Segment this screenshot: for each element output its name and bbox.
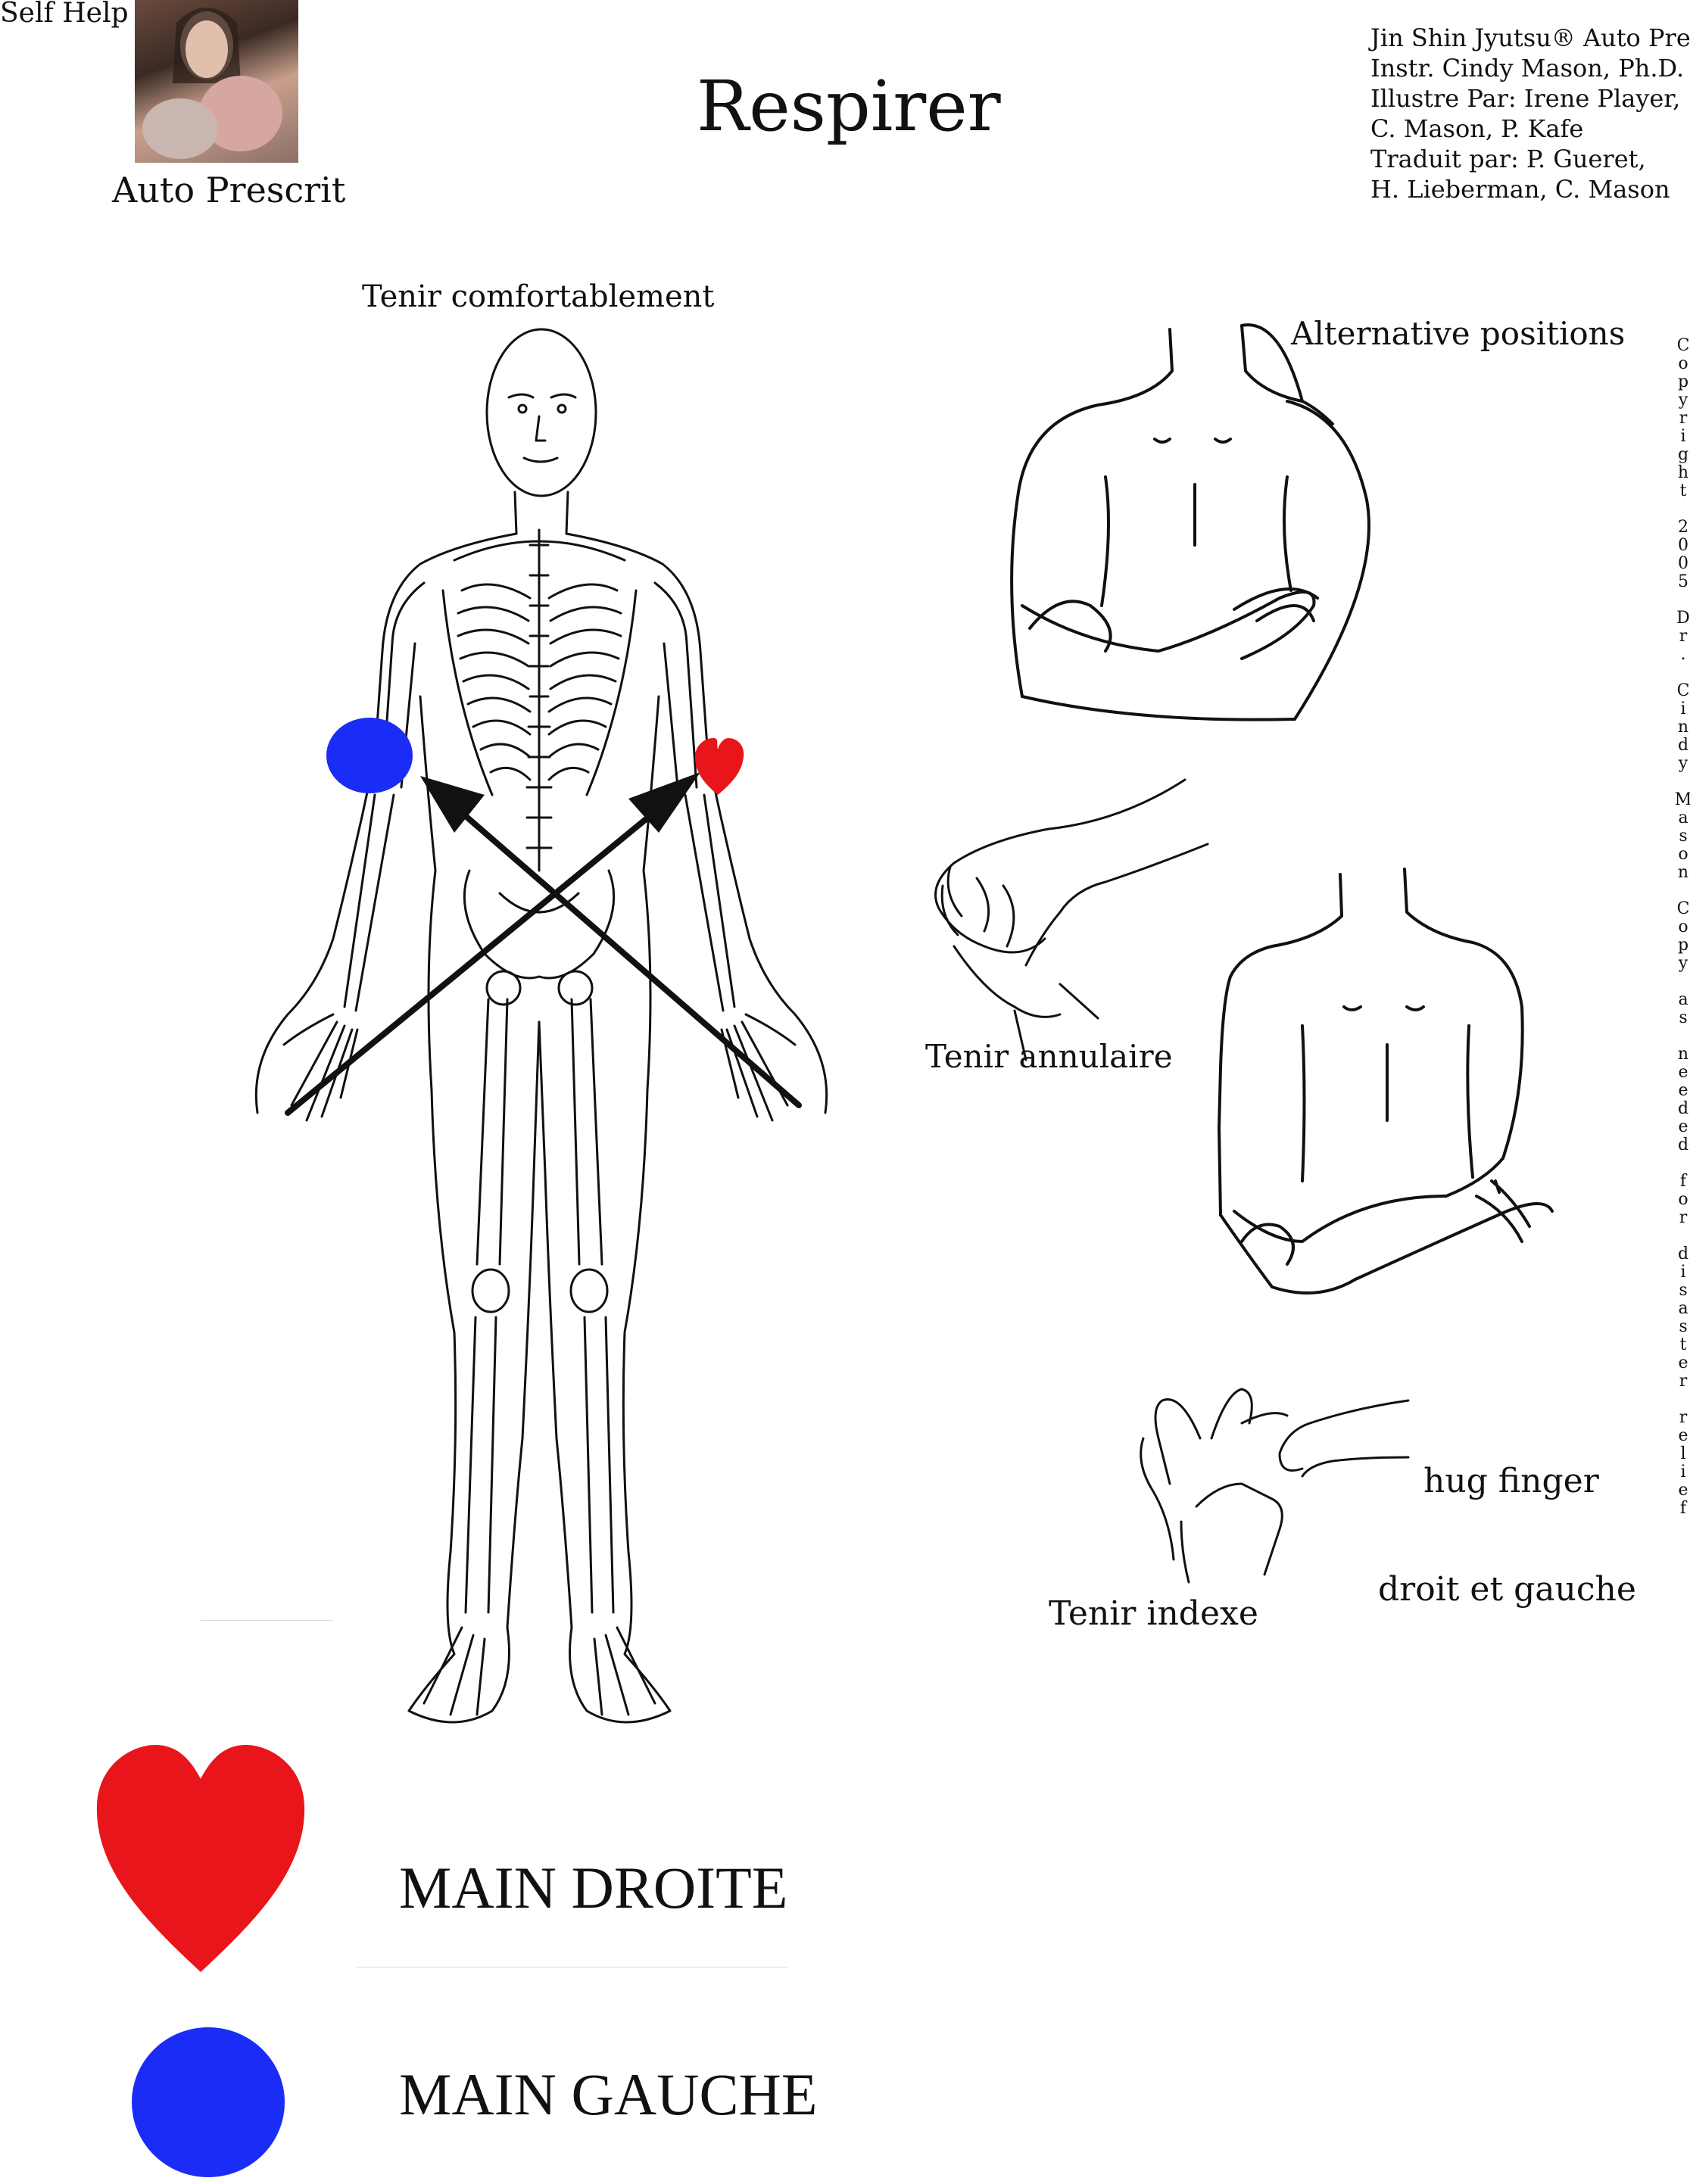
copyright-char: d xyxy=(1677,1099,1689,1118)
copyright-char: h xyxy=(1677,463,1689,482)
copyright-char: o xyxy=(1678,918,1688,936)
both-sides-label: droit et gauche xyxy=(1378,1570,1636,1609)
index-finger-label: Tenir indexe xyxy=(1049,1594,1258,1633)
copyright-char: a xyxy=(1678,1299,1688,1318)
copyright-char: f xyxy=(1679,1499,1687,1518)
copyright-char: n xyxy=(1677,1045,1689,1064)
copyright-char: n xyxy=(1677,718,1689,737)
copyright-char: d xyxy=(1677,1245,1689,1263)
copyright-char: y xyxy=(1678,754,1688,773)
copyright-char: s xyxy=(1679,827,1688,846)
copyright-char: y xyxy=(1678,954,1688,973)
copyright-char: d xyxy=(1677,1136,1689,1154)
author-photo xyxy=(135,0,298,163)
copyright-char: l xyxy=(1680,1444,1686,1463)
credit-line: Illustre Par: Irene Player, xyxy=(1370,84,1681,113)
credit-line: Instr. Cindy Mason, Ph.D. xyxy=(1370,54,1685,83)
arrow-icon xyxy=(420,776,485,833)
arrow-icon xyxy=(628,772,700,833)
copyright-char: e xyxy=(1678,1117,1688,1136)
divider xyxy=(201,1620,333,1621)
copyright-char: s xyxy=(1679,1281,1688,1300)
credit-line: Jin Shin Jyutsu® Auto Prescrit xyxy=(1370,23,1690,52)
copyright-char: r xyxy=(1679,1208,1688,1227)
copyright-char: y xyxy=(1678,391,1688,410)
copyright-char: a xyxy=(1678,990,1688,1009)
copyright-char: i xyxy=(1680,699,1686,718)
copyright-char: e xyxy=(1678,1063,1688,1082)
legend-left-hand-label: MAIN GAUCHE xyxy=(399,2061,818,2127)
page-title: Respirer xyxy=(697,66,1001,147)
copyright-char: t xyxy=(1679,481,1687,500)
copyright-char: M xyxy=(1674,790,1690,809)
copyright-char: e xyxy=(1678,1354,1688,1372)
main-figure-label: Tenir comfortablement xyxy=(362,279,715,314)
alternative-positions-heading: Alternative positions xyxy=(1291,315,1626,352)
self-help-label: Self Help xyxy=(0,0,129,29)
copyright-char: C xyxy=(1676,899,1690,918)
copyright-char: r xyxy=(1679,1408,1688,1427)
copyright-char: i xyxy=(1680,427,1686,446)
copyright-char: a xyxy=(1678,808,1688,827)
legend-circle-icon xyxy=(132,2027,285,2177)
copyright-char: d xyxy=(1677,736,1689,755)
copyright-char: 0 xyxy=(1678,554,1688,573)
copyright-char: e xyxy=(1678,1481,1688,1500)
credit-line: H. Lieberman, C. Mason xyxy=(1370,175,1670,204)
copyright-char: C xyxy=(1676,681,1690,700)
auto-prescrit-label: Auto Prescrit xyxy=(112,170,346,210)
legend-right-hand-label: MAIN DROITE xyxy=(399,1855,788,1921)
copyright-char: 5 xyxy=(1678,572,1688,591)
copyright-char: t xyxy=(1679,1335,1687,1354)
copyright-char: g xyxy=(1677,445,1689,464)
copyright-char: o xyxy=(1678,1190,1688,1209)
ring-finger-label: Tenir annulaire xyxy=(925,1038,1173,1075)
copyright-char: D xyxy=(1676,609,1690,628)
copyright-char: e xyxy=(1678,1426,1688,1445)
copyright-char: i xyxy=(1680,1463,1686,1481)
credit-line: Traduit par: P. Gueret, xyxy=(1370,145,1646,173)
copyright-char: r xyxy=(1679,627,1688,646)
copyright-char: C xyxy=(1676,336,1690,355)
copyright-char: . xyxy=(1680,645,1686,664)
credits-block: Jin Shin Jyutsu® Auto Prescrit Instr. Ci… xyxy=(1370,23,1690,204)
copyright-char: o xyxy=(1678,845,1688,864)
copyright-char: f xyxy=(1679,1172,1687,1191)
copyright-char: s xyxy=(1679,1317,1688,1336)
copyright-char: p xyxy=(1677,372,1689,391)
copyright-char: o xyxy=(1678,354,1688,373)
copyright-char: r xyxy=(1679,1372,1688,1391)
copyright-char: s xyxy=(1679,1008,1688,1027)
copyright-char: n xyxy=(1677,863,1689,882)
credit-line: C. Mason, P. Kafe xyxy=(1370,114,1584,143)
copyright-char: 2 xyxy=(1678,518,1688,537)
copyright-char: 0 xyxy=(1678,536,1688,555)
circle-icon xyxy=(326,718,413,793)
copyright-char: e xyxy=(1678,1081,1688,1100)
copyright-char: i xyxy=(1680,1263,1686,1282)
heart-icon xyxy=(695,738,744,795)
hug-finger-label: hug finger xyxy=(1423,1462,1599,1500)
copyright-char: p xyxy=(1677,936,1689,955)
copyright-char: r xyxy=(1679,409,1688,428)
